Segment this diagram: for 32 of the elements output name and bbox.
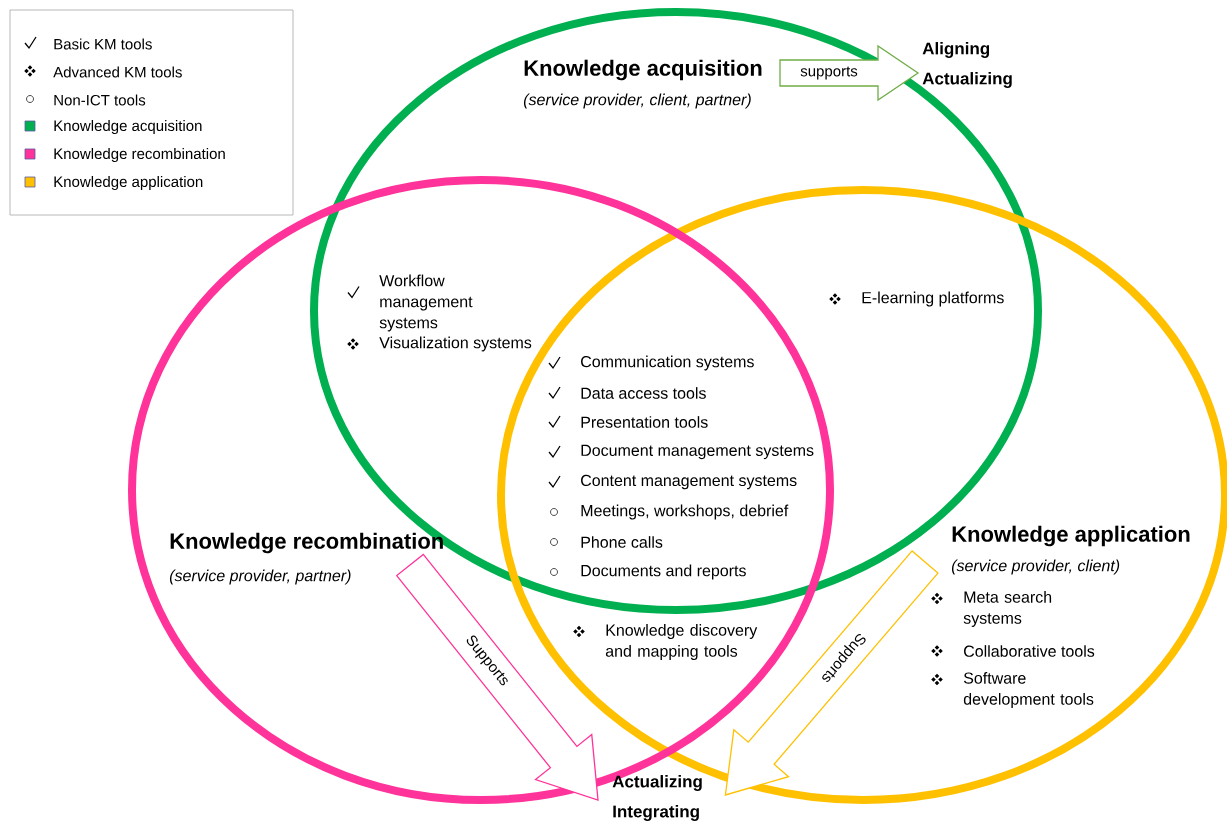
list-item: Communication systems xyxy=(581,355,754,371)
subtitle: (service provider, client, partner) xyxy=(523,93,751,109)
edge-label: supports xyxy=(800,66,858,80)
list-item: Meta search systems xyxy=(963,591,1052,627)
legend-label: Non-ICT tools xyxy=(54,94,146,106)
list-item: Content management systems xyxy=(581,474,797,490)
list-item: Software development tools xyxy=(963,672,1094,708)
list-item: Visualization systems xyxy=(379,336,532,352)
heading: Knowledge application xyxy=(952,525,1190,547)
legend-label: Knowledge acquisition xyxy=(54,120,202,134)
list-item: E-learning platforms xyxy=(862,291,1004,307)
list-item: Documents and reports xyxy=(581,564,746,580)
block-arrow xyxy=(779,44,920,102)
list-item: Document management systems xyxy=(581,444,814,460)
subtitle: (service provider, client) xyxy=(951,559,1120,575)
list-item: Phone calls xyxy=(581,536,663,548)
outcome-label: Aligning Actualizing xyxy=(922,42,1012,88)
legend-label: Knowledge recombination xyxy=(54,148,225,162)
legend-label: Basic KM tools xyxy=(54,38,152,50)
list-item: Collaborative tools xyxy=(964,645,1095,657)
heading: Knowledge recombination xyxy=(170,532,443,554)
legend-label: Knowledge application xyxy=(54,176,203,190)
legend-label: Advanced KM tools xyxy=(53,66,182,78)
subtitle: (service provider, partner) xyxy=(169,569,351,585)
list-item: Meetings, workshops, debrief xyxy=(581,504,789,520)
list-item: Knowledge discovery and mapping tools xyxy=(605,624,758,660)
list-item: Data access tools xyxy=(581,387,706,399)
block-arrow xyxy=(724,550,939,796)
list-item: Presentation tools xyxy=(581,416,708,428)
outcome-label: Actualizing Integrating xyxy=(612,775,702,821)
heading: Knowledge acquisition xyxy=(524,59,762,81)
list-item: Workflow management systems xyxy=(379,274,473,332)
